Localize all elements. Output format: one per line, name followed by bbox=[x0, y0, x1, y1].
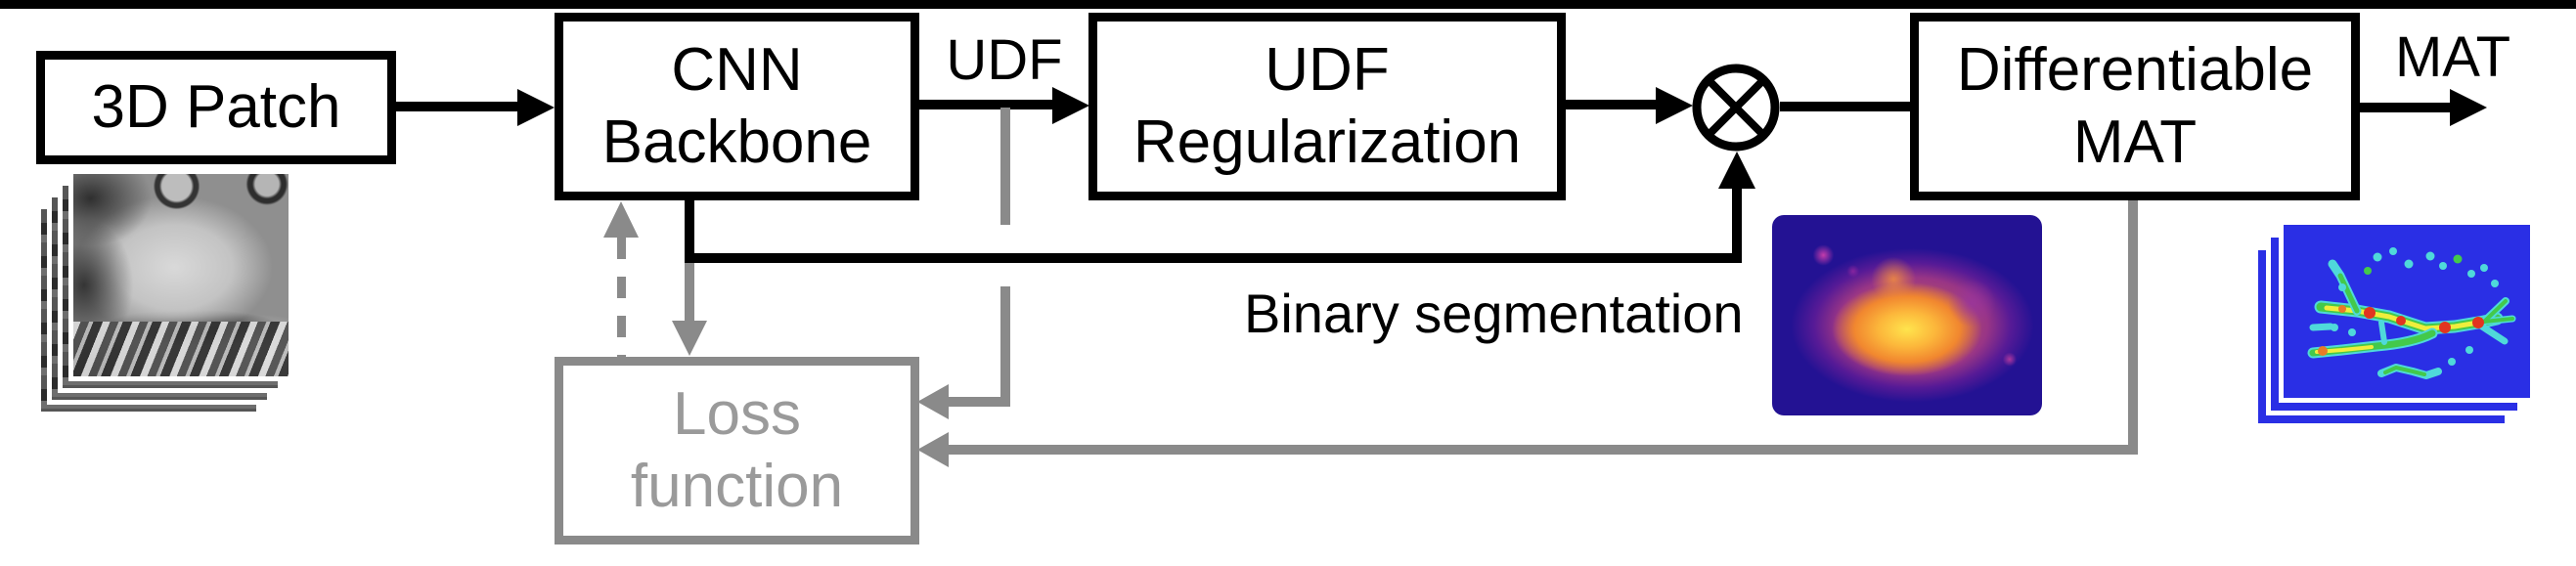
node-cnn-backbone: CNN Backbone bbox=[555, 13, 919, 200]
edge-label-mat: MAT bbox=[2394, 25, 2511, 89]
edge-binseg-down bbox=[685, 200, 694, 263]
node-udf-regularization: UDF Regularization bbox=[1088, 13, 1566, 200]
arrowhead-backprop-to-cnn bbox=[603, 201, 639, 238]
node-3d-patch-label: 3D Patch bbox=[91, 72, 341, 141]
node-3d-patch: 3D Patch bbox=[36, 51, 396, 164]
node-udf-regularization-line2: Regularization bbox=[1133, 109, 1522, 176]
arrowhead-udfreg-to-multiply bbox=[1656, 87, 1693, 124]
arrowhead-binseg-to-multiply bbox=[1718, 152, 1755, 189]
arrowhead-diffmat-to-loss bbox=[917, 432, 949, 467]
figure-top-border bbox=[0, 0, 2576, 9]
node-cnn-backbone-line2: Backbone bbox=[601, 109, 872, 176]
arrowhead-cnn-to-loss bbox=[672, 321, 707, 356]
node-differentiable-mat: Differentiable MAT bbox=[1910, 13, 2360, 200]
edge-diffmat-to-loss-horizontal bbox=[947, 445, 2138, 455]
edge-udf-to-loss-seg1 bbox=[1000, 108, 1010, 225]
multiply-operator-icon bbox=[1692, 64, 1780, 152]
edge-diffmat-output bbox=[2360, 103, 2450, 112]
edge-cnn-to-loss bbox=[685, 263, 694, 322]
arrowhead-patch-to-cnn bbox=[517, 89, 555, 126]
node-differentiable-mat-line1: Differentiable bbox=[1956, 35, 2314, 104]
edge-label-udf: UDF bbox=[946, 28, 1063, 92]
node-udf-regularization-line1: UDF bbox=[1265, 35, 1390, 104]
edge-udf-to-loss-seg2 bbox=[1000, 286, 1010, 406]
edge-multiply-to-diffmat bbox=[1780, 102, 1910, 111]
node-loss-function-line2: function bbox=[630, 453, 844, 520]
arrowhead-mat-output bbox=[2450, 89, 2487, 126]
binary-segmentation-label: Binary segmentation bbox=[1244, 283, 1744, 344]
node-loss-function-line1: Loss bbox=[673, 379, 801, 448]
arrowhead-udf-to-loss bbox=[917, 384, 949, 419]
edge-loss-backprop-dashed bbox=[617, 238, 626, 357]
edge-binseg-horizontal bbox=[685, 253, 1742, 263]
edge-patch-to-cnn bbox=[396, 102, 520, 111]
edge-udfreg-to-multiply bbox=[1566, 100, 1656, 109]
edge-cnn-to-udfreg bbox=[919, 100, 1052, 109]
ct-patch-image bbox=[73, 174, 289, 376]
edge-diffmat-to-loss-vertical bbox=[2128, 200, 2138, 455]
edge-binseg-up bbox=[1732, 188, 1742, 263]
ct-patch-artifact-stripes bbox=[73, 322, 289, 376]
mat-output-image bbox=[2284, 225, 2530, 398]
udf-heatmap-image bbox=[1772, 215, 2042, 415]
arrowhead-cnn-to-udfreg bbox=[1052, 87, 1089, 124]
node-cnn-backbone-line1: CNN bbox=[671, 35, 803, 104]
node-loss-function: Loss function bbox=[555, 357, 919, 544]
node-differentiable-mat-line2: MAT bbox=[2072, 109, 2198, 176]
edge-udf-to-loss-elbow bbox=[947, 397, 1010, 407]
